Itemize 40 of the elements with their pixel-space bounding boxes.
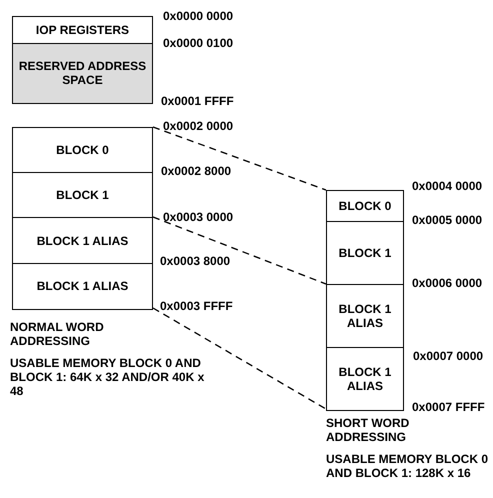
memory-block xyxy=(326,347,404,410)
block-label: BLOCK 0 xyxy=(56,143,109,158)
address-label: 0x0005 0000 xyxy=(412,213,482,227)
caption-text: NORMAL WORD ADDRESSING xyxy=(10,320,105,348)
memory-block xyxy=(12,217,153,264)
block-label: BLOCK 1 xyxy=(56,188,109,202)
caption-text: SHORT WORD ADDRESSING xyxy=(326,416,410,444)
address-label: 0x0000 0100 xyxy=(163,36,234,50)
address-label: 0x0003 FFFF xyxy=(160,299,233,313)
address-label: 0x0001 FFFF xyxy=(161,94,234,108)
address-label: 0x0002 0000 xyxy=(163,119,234,133)
address-label: 0x0003 8000 xyxy=(160,254,230,268)
block-label: BLOCK 0 xyxy=(338,199,392,214)
memory-block xyxy=(12,172,153,218)
address-label: 0x0007 0000 xyxy=(413,349,484,363)
block-label: RESERVED ADDRESS SPACE xyxy=(18,59,148,88)
address-label: 0x0003 0000 xyxy=(163,210,234,224)
memory-block xyxy=(12,127,153,174)
address-label: 0x0000 0000 xyxy=(163,9,234,23)
memory-block xyxy=(12,263,153,310)
caption-text: USABLE MEMORY BLOCK 0 AND BLOCK 1: 64K x 32 AND/OR 40K x 48 xyxy=(10,356,206,398)
block-label: BLOCK 1 ALIAS xyxy=(338,364,392,393)
dashed-line xyxy=(152,126,326,191)
dashed-line xyxy=(152,216,326,285)
block-label: IOP REGISTERS xyxy=(36,23,130,38)
block-label: BLOCK 1 ALIAS xyxy=(36,234,128,248)
caption-text: USABLE MEMORY BLOCK 0 AND BLOCK 1: 128K x 16 xyxy=(326,452,490,480)
address-label: 0x0004 0000 xyxy=(412,179,482,193)
address-label: 0x0006 0000 xyxy=(412,276,482,290)
block-label: BLOCK 1 ALIAS xyxy=(36,279,128,294)
address-label: 0x0002 8000 xyxy=(161,164,232,178)
memory-block xyxy=(326,190,404,222)
shaded-memory-block xyxy=(12,43,153,104)
block-label: BLOCK 1 ALIAS xyxy=(338,302,392,330)
address-label: 0x0007 FFFF xyxy=(412,400,485,414)
block-label: BLOCK 1 xyxy=(338,246,392,260)
memory-block xyxy=(326,221,404,286)
memory-block xyxy=(326,284,404,348)
memory-block xyxy=(12,16,153,44)
dashed-line xyxy=(152,307,326,410)
